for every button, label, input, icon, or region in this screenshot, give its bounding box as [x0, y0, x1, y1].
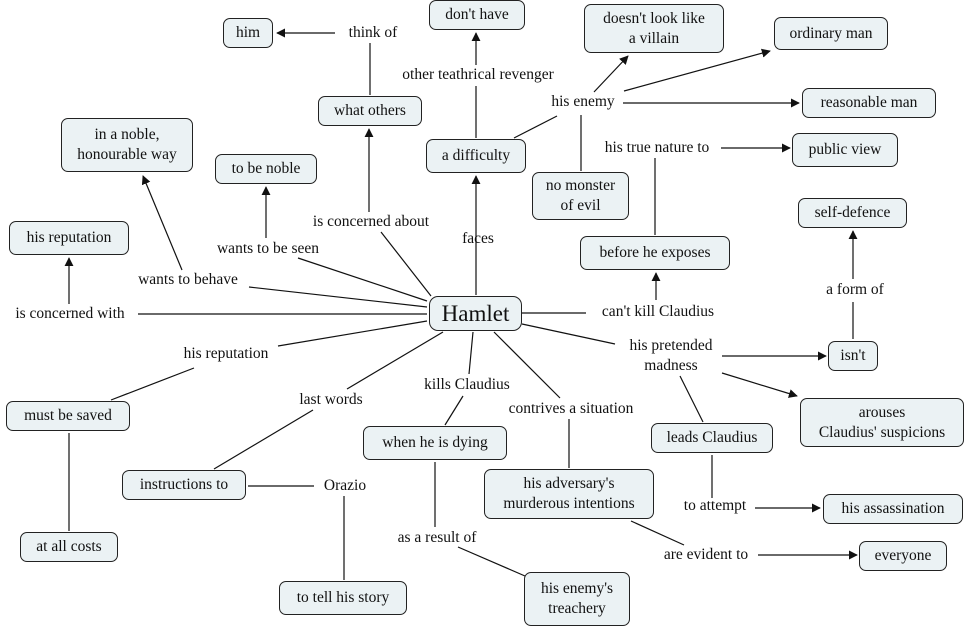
concept-arouses-suspicions[interactable]: arouses Claudius' suspicions — [800, 398, 964, 447]
edge-adversary-evident — [630, 520, 685, 546]
concept-public-view[interactable]: public view — [792, 133, 898, 167]
concept-him[interactable]: him — [223, 18, 273, 48]
link-wants-to-behave: wants to behave — [138, 271, 238, 288]
link-his-enemy: his enemy — [551, 93, 615, 110]
concept-when-he-is-dying[interactable]: when he is dying — [363, 426, 507, 460]
concept-self-defence[interactable]: self-defence — [798, 198, 907, 228]
concept-adversary-murderous-intentions[interactable]: his adversary's murderous intentions — [484, 469, 654, 519]
edge-hamlet-wants-to-behave — [248, 286, 428, 308]
link-his-reputation: his reputation — [183, 345, 269, 362]
edge-difficulty-his-enemy — [513, 115, 558, 139]
edge-madness-leads — [679, 375, 704, 423]
link-a-form-of: a form of — [826, 281, 884, 298]
edge-hamlet-last-words — [346, 331, 444, 390]
edge-madness-arouses — [721, 372, 798, 398]
edge-hamlet-kills-claudius — [468, 331, 474, 375]
concept-everyone[interactable]: everyone — [859, 541, 947, 571]
concept-leads-claudius[interactable]: leads Claudius — [651, 423, 773, 453]
link-to-attempt: to attempt — [683, 497, 747, 514]
concept-to-be-noble[interactable]: to be noble — [215, 154, 317, 184]
concept-before-he-exposes[interactable]: before he exposes — [580, 236, 730, 270]
link-is-concerned-with: is concerned with — [15, 305, 125, 322]
concept-dont-have[interactable]: don't have — [429, 0, 525, 30]
concept-ordinary-man[interactable]: ordinary man — [774, 17, 888, 50]
concept-enemy-treachery[interactable]: his enemy's treachery — [524, 572, 630, 626]
edge-hamlet-concerned-about — [380, 231, 432, 297]
edge-hamlet-wants-to-be-seen — [297, 257, 428, 302]
concept-what-others[interactable]: what others — [318, 96, 422, 126]
concept-no-monster-of-evil[interactable]: no monster of evil — [532, 172, 629, 220]
edge-as-result-treachery — [457, 546, 526, 577]
edge-enemy-ordinary-man — [623, 48, 771, 92]
concept-hamlet[interactable]: Hamlet — [429, 296, 522, 331]
concept-must-be-saved[interactable]: must be saved — [6, 401, 130, 431]
link-other-theatrical-revenger: other teathrical revenger — [402, 66, 554, 83]
link-think-of: think of — [348, 24, 398, 41]
edge-hamlet-madness — [521, 323, 616, 345]
link-contrives-a-situation: contrives a situation — [508, 400, 634, 417]
link-last-words: last words — [299, 391, 363, 408]
link-is-concerned-about: is concerned about — [312, 213, 430, 230]
link-his-true-nature-to: his true nature to — [604, 139, 710, 156]
concept-noble-honourable-way[interactable]: in a noble, honourable way — [61, 118, 193, 172]
concept-isnt[interactable]: isn't — [828, 341, 878, 371]
concept-a-difficulty[interactable]: a difficulty — [426, 139, 526, 173]
edge-behave-noble-way — [141, 175, 183, 271]
link-faces: faces — [462, 230, 494, 247]
edge-last-words-instructions — [213, 409, 314, 470]
edge-hamlet-contrives — [493, 331, 561, 399]
concept-reasonable-man[interactable]: reasonable man — [802, 88, 936, 118]
link-cant-kill-claudius: can't kill Claudius — [601, 303, 715, 320]
edge-enemy-villain — [593, 55, 629, 93]
link-wants-to-be-seen: wants to be seen — [216, 240, 320, 257]
concept-instructions-to[interactable]: instructions to — [122, 470, 246, 500]
link-his-pretended-madness: his pretended madness — [629, 337, 713, 374]
link-are-evident-to: are evident to — [663, 546, 749, 563]
concept-his-assassination[interactable]: his assassination — [823, 494, 963, 524]
link-orazio: Orazio — [323, 477, 367, 494]
concept-to-tell-his-story[interactable]: to tell his story — [279, 581, 407, 615]
link-kills-claudius: kills Claudius — [424, 376, 510, 393]
concept-at-all-costs[interactable]: at all costs — [20, 532, 118, 562]
concept-doesnt-look-like-villain[interactable]: doesn't look like a villain — [584, 4, 724, 53]
edge-kills-when-dying — [444, 395, 464, 426]
link-as-a-result-of: as a result of — [397, 529, 477, 546]
edge-hamlet-his-reputation — [277, 320, 428, 347]
edge-reputation-must-be-saved — [110, 367, 195, 401]
concept-his-reputation[interactable]: his reputation — [9, 221, 129, 255]
